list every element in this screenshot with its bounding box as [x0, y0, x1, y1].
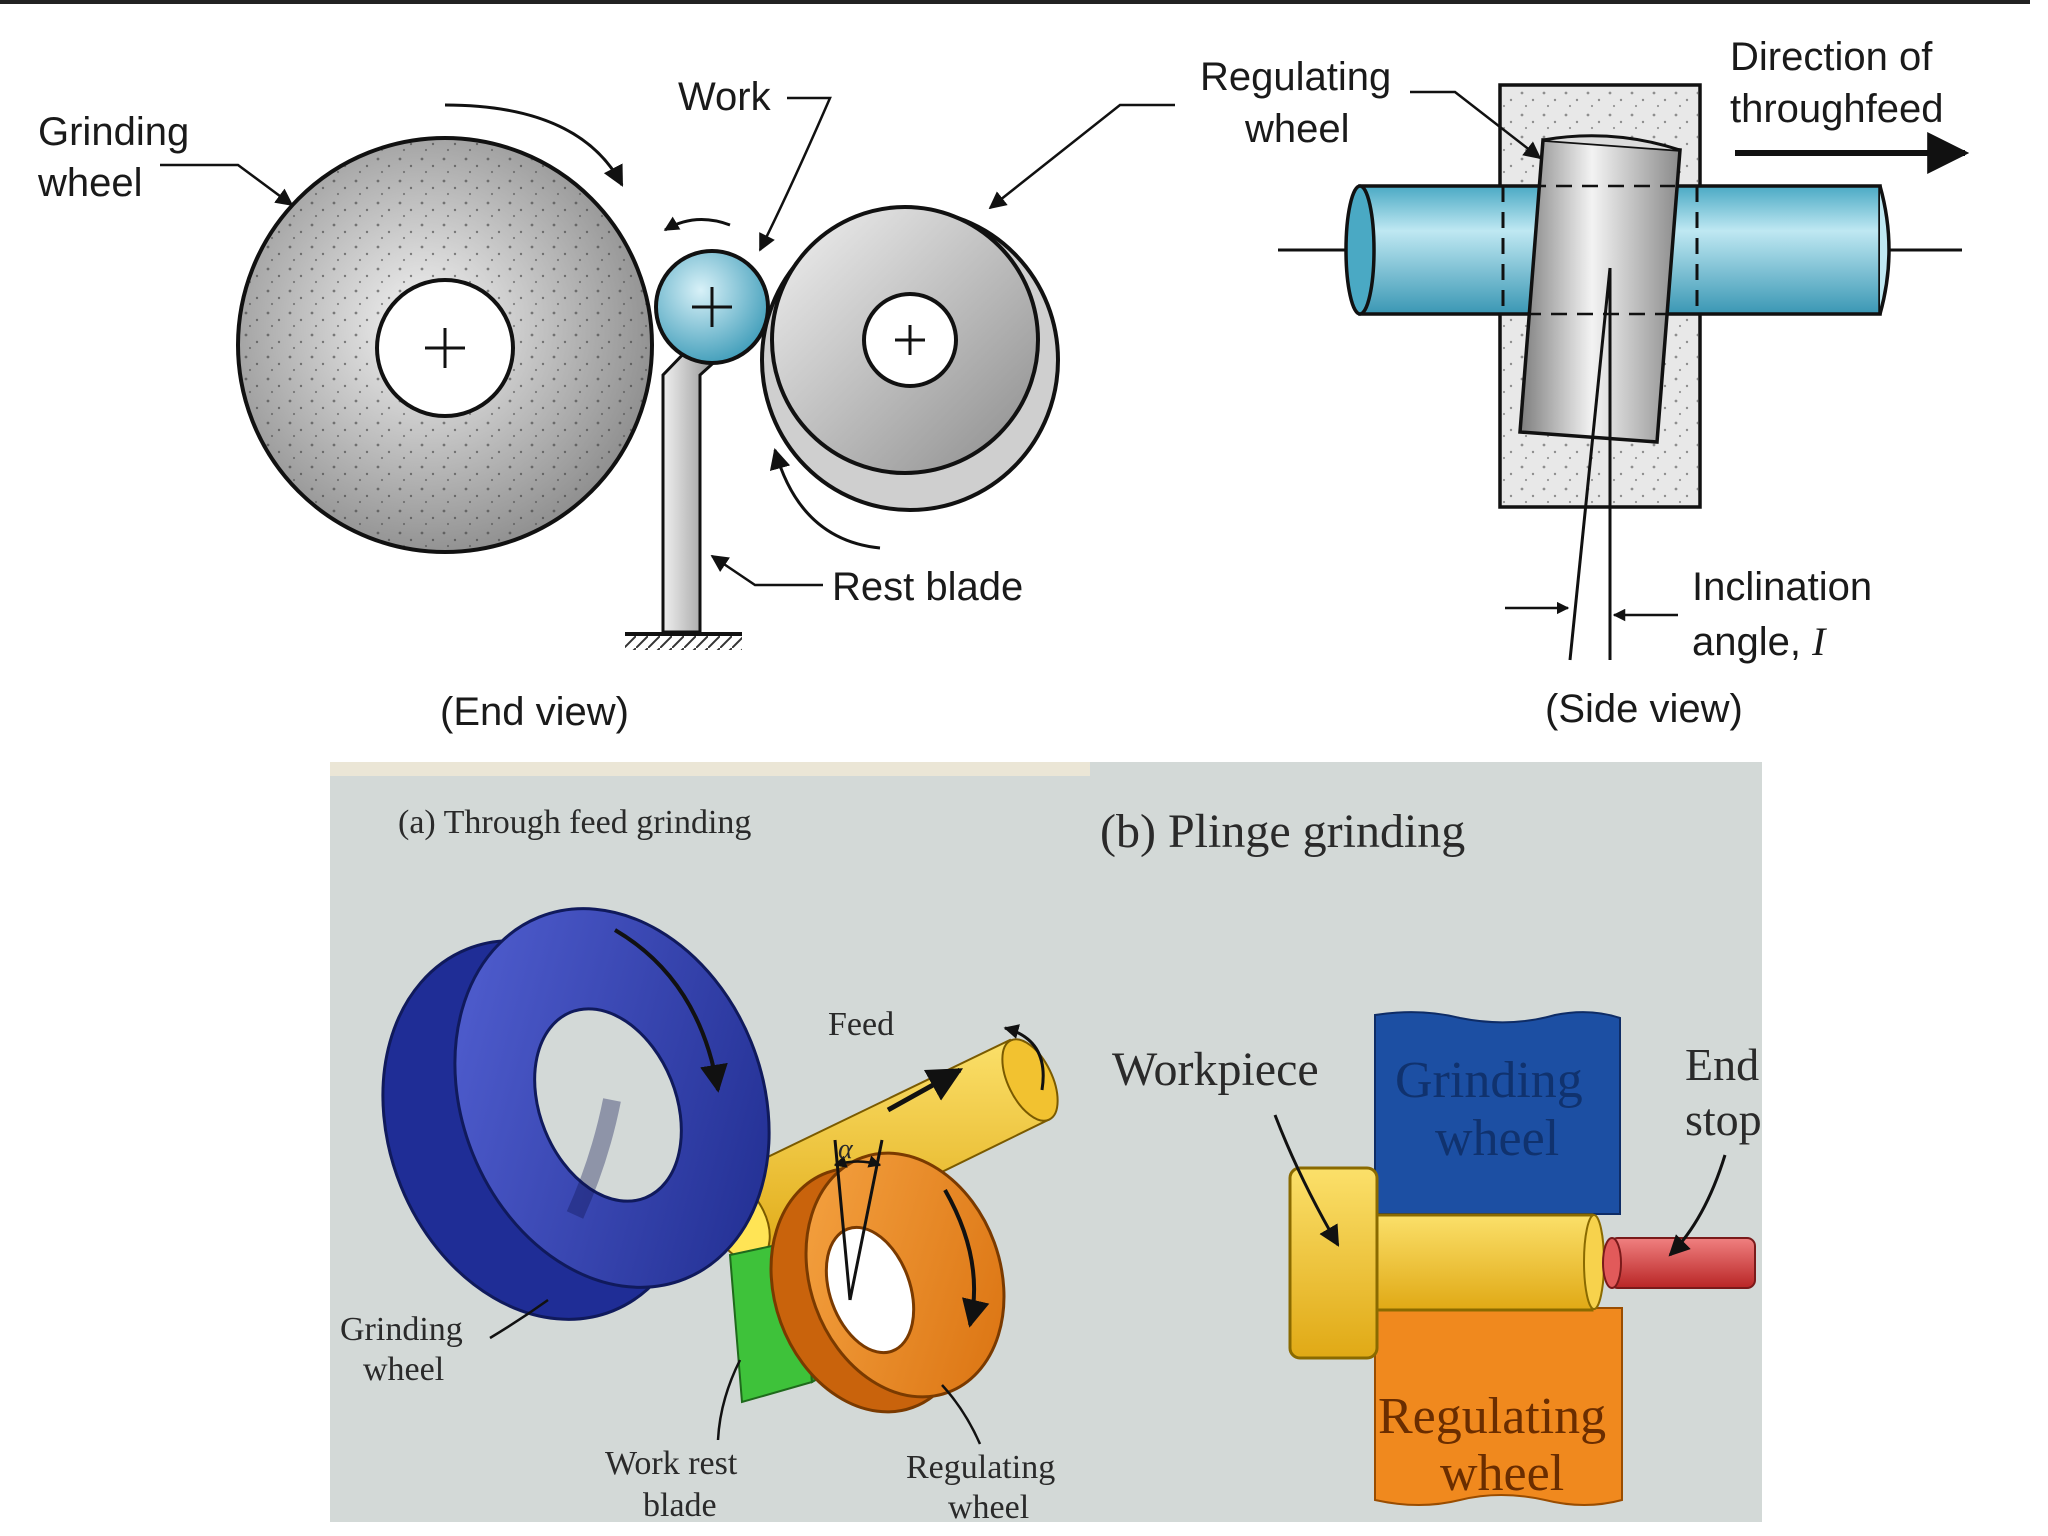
plunge-grinding-wheel-label-2: wheel [1435, 1110, 1559, 1167]
side-view: Regulating wheel Direction of throughfee… [1200, 35, 1970, 731]
workpiece-label: Workpiece [1112, 1043, 1319, 1096]
end-view: Grinding wheel Work Rest blade (End view… [37, 75, 1175, 734]
rest-blade-label: Rest blade [832, 565, 1023, 609]
plunge-grinding-wheel-label: Grinding [1395, 1052, 1583, 1109]
regulating-wheel-rotation-arrow [769, 447, 881, 550]
grinding-wheel-rotation-arrow [613, 928, 728, 1093]
plunge-grinding-wheel [1374, 1011, 1621, 1215]
plunge-grinding-illustration: (b) Plinge grinding Grinding wheel Regul… [1100, 805, 1762, 1506]
inclination-symbol: I [1811, 619, 1827, 664]
plunge-workpiece [1288, 1166, 1605, 1360]
work-label: Work [678, 75, 772, 119]
center-mark-icon [425, 328, 465, 368]
grinding-wheel-rotation-arrow [444, 103, 624, 187]
regulating-wheel-3d [769, 1151, 1006, 1414]
regulating-wheel-drum [1518, 138, 1682, 444]
work-rest-blade-label-2: blade [643, 1487, 717, 1524]
side-view-caption: (Side view) [1545, 687, 1743, 731]
inclination-label-2: angle, I [1692, 619, 1827, 664]
work-rotation-arrow [663, 216, 731, 232]
direction-label: Direction of [1730, 35, 1933, 79]
plunge-regulating-wheel-label: Regulating [1378, 1388, 1606, 1445]
end-stop-label-2: stop [1685, 1094, 1762, 1145]
plunge-regulating-wheel-label-2: wheel [1440, 1445, 1564, 1502]
inclination-label: Inclination [1692, 565, 1872, 609]
regulating-wheel-3d-label: Regulating [906, 1449, 1055, 1486]
regulating-wheel-rotation-arrow [943, 1189, 990, 1328]
center-mark-icon [895, 325, 925, 355]
direction-label-2: throughfeed [1730, 87, 1944, 131]
work-rest-blade-label: Work rest [605, 1445, 738, 1482]
regulating-wheel-3d-label-2: wheel [948, 1489, 1029, 1526]
grinding-wheel-label: Grinding [38, 110, 189, 154]
end-stop-label: End [1685, 1039, 1759, 1090]
regulating-wheel-label-2: wheel [1244, 107, 1350, 151]
plunge-regulating-wheel [1374, 1307, 1623, 1506]
workpiece-rotation-arrow [1003, 1024, 1045, 1091]
rest-blade [661, 316, 767, 634]
feed-label: Feed [828, 1006, 894, 1043]
through-feed-illustration: (a) Through feed grinding [340, 804, 1059, 1526]
regulating-wheel-label: Regulating [1200, 55, 1391, 99]
grinding-wheel-label-2: wheel [37, 161, 143, 205]
plunge-grinding-title: (b) Plinge grinding [1100, 805, 1465, 858]
through-feed-title: (a) Through feed grinding [398, 804, 751, 841]
alpha-label: α [838, 1134, 854, 1165]
center-mark-icon [692, 287, 732, 327]
bottom-photo-panel: (a) Through feed grinding [330, 762, 2048, 1526]
grinding-wheel-3d-label-2: wheel [363, 1351, 444, 1388]
end-view-caption: (End view) [440, 690, 629, 734]
feed-arrow [886, 1067, 964, 1113]
grinding-wheel-3d-label: Grinding [340, 1311, 463, 1348]
